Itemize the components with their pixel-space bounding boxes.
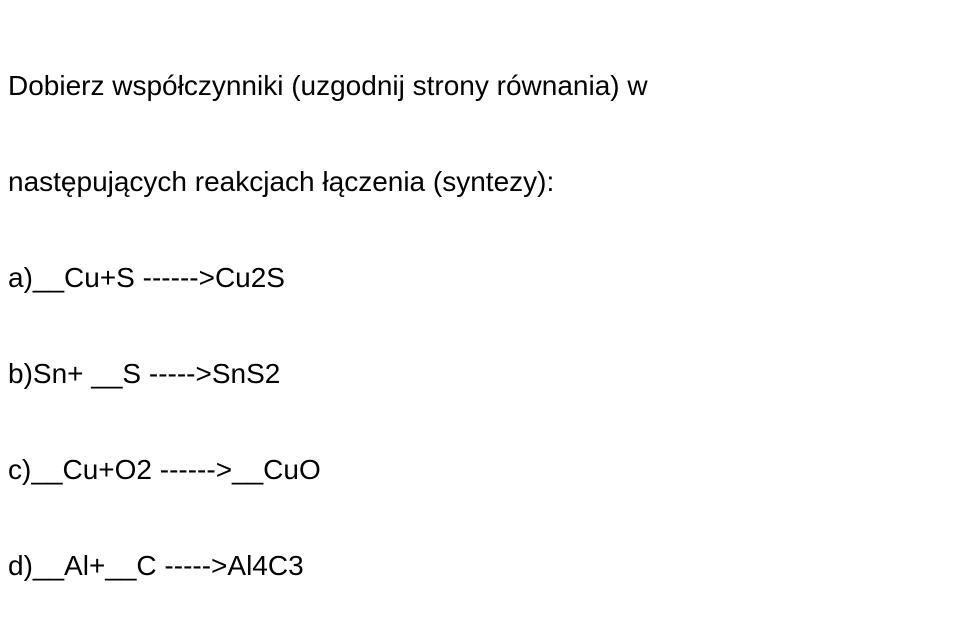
reaction-d: d)__Al+__C ----->Al4C3 (8, 550, 304, 581)
reaction-c: c)__Cu+O2 ------>__CuO (8, 454, 321, 485)
reaction-b: b)Sn+ __S ----->SnS2 (8, 358, 281, 389)
instruction-line-2: następujących reakcjach łączenia (syntez… (8, 166, 555, 197)
instruction-line-1: Dobierz współczynniki (uzgodnij strony r… (8, 70, 648, 101)
document-body: Dobierz współczynniki (uzgodnij strony r… (8, 6, 648, 614)
reaction-a: a)__Cu+S ------>Cu2S (8, 262, 285, 293)
